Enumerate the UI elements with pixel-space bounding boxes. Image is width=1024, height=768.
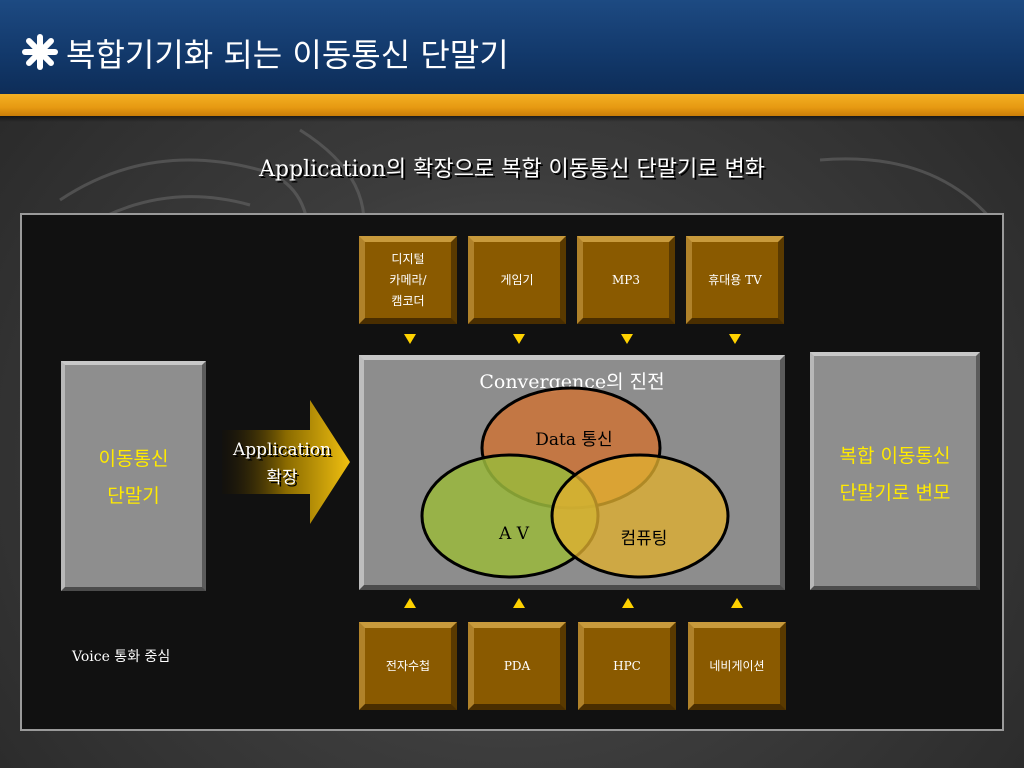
arrow-label: Application 확장 (222, 436, 342, 492)
page-title: 복합기기화 되는 이동통신 단말기 (66, 36, 509, 74)
expansion-arrow-icon (222, 400, 350, 524)
top-box-game: 게임기 (468, 236, 566, 324)
bottom-box-hpc: HPC (578, 622, 676, 710)
venn-label-data: Data 통신 (535, 430, 613, 450)
venn-label-av: A V (499, 524, 529, 544)
bottom-box-pda: PDA (468, 622, 566, 710)
bottom-box-hpc-label: HPC (613, 658, 641, 673)
top-box-mp3: MP3 (577, 236, 675, 324)
header-bar (0, 0, 1024, 94)
arrow-down-icon (404, 334, 416, 344)
left-device-box: 이동통신 단말기 (61, 361, 206, 591)
top-box-mp3-label: MP3 (612, 272, 640, 287)
right-device-box: 복합 이동통신 단말기로 변모 (810, 352, 980, 590)
top-box-tv-label: 휴대용 TV (708, 272, 762, 287)
venn-label-computing: 컴퓨팅 (620, 529, 668, 549)
arrow-label-line1: Application (232, 440, 332, 460)
convergence-box: Convergence의 진전 Data 통신 A V 컴퓨팅 (359, 355, 785, 590)
left-device-line2: 단말기 (107, 485, 160, 507)
bottom-box-navigation: 네비게이션 (688, 622, 786, 710)
arrow-up-icon (404, 598, 416, 608)
right-device-line1: 복합 이동통신 (839, 445, 951, 467)
bottom-box-pda-label: PDA (503, 658, 531, 673)
arrow-label-line2: 확장 (266, 468, 298, 488)
arrow-up-icon (731, 598, 743, 608)
top-box-camera: 디지털 카메라/ 캠코더 (359, 236, 457, 324)
header-accent-strip (0, 94, 1024, 116)
right-device-line2: 단말기로 변모 (839, 482, 951, 504)
bottom-box-organizer: 전자수첩 (359, 622, 457, 710)
venn-diagram (420, 386, 730, 579)
arrow-down-icon (729, 334, 741, 344)
asterisk-icon (22, 34, 58, 70)
left-device-line1: 이동통신 (98, 448, 169, 470)
convergence-title: Convergence의 진전 (479, 371, 665, 393)
venn-circle-computing (550, 453, 730, 579)
voice-label: Voice 통화 중심 (72, 649, 171, 665)
arrow-down-icon (513, 334, 525, 344)
arrow-up-icon (513, 598, 525, 608)
top-box-tv: 휴대용 TV (686, 236, 784, 324)
slide-subtitle: Application의 확장으로 복합 이동통신 단말기로 변화 (259, 157, 765, 182)
header-shadow (0, 116, 1024, 122)
bottom-box-organizer-label: 전자수첩 (385, 658, 431, 673)
arrow-up-icon (622, 598, 634, 608)
top-box-camera-label: 디지털 카메라/ 캠코더 (389, 251, 427, 308)
top-box-game-label: 게임기 (500, 272, 534, 287)
arrow-down-icon (621, 334, 633, 344)
bottom-box-navigation-label: 네비게이션 (709, 658, 765, 673)
